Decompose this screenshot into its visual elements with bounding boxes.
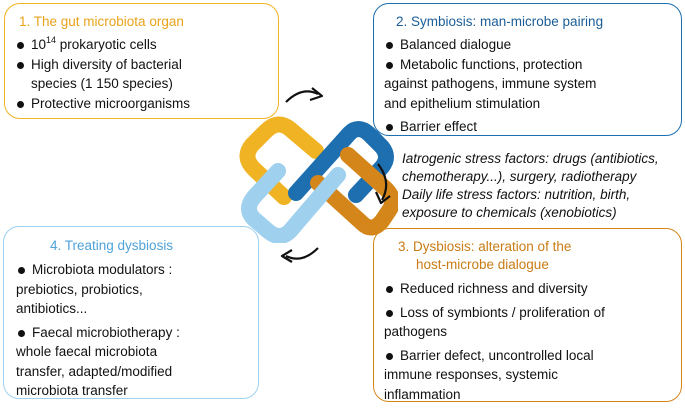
box3-title-line1: 3. Dysbiosis: alteration of the (398, 239, 572, 254)
list-item: Balanced dialogue (384, 35, 680, 55)
arrow-down-icon (374, 163, 391, 205)
list-item-text: Balanced dialogue (400, 37, 512, 52)
box1-list: 1014 prokaryotic cells High diversity of… (15, 35, 277, 113)
list-item-text: Barrier defect, uncontrolled local (400, 347, 594, 363)
list-item-text: species (1 150 species) (31, 76, 173, 91)
list-item: Protective microorganisms (15, 94, 277, 114)
list-item-text: whole faecal microbiota (16, 344, 158, 359)
list-item-text: microbiota transfer (16, 383, 128, 398)
list-item-text: immune responses, systemic (384, 367, 559, 382)
stress-line: Daily life stress factors: nutrition, bi… (402, 187, 631, 202)
gut-microbiota-organ-box: 1. The gut microbiota organ 1014 prokary… (4, 3, 279, 119)
stress-line: exposure to chemicals (xenobiotics) (402, 205, 617, 220)
box3-title: 3. Dysbiosis: alteration of the host-mic… (398, 238, 668, 274)
list-item: High diversity of bacterial species (1 15… (15, 55, 277, 94)
list-item-text: Faecal microbiotherapy : (32, 324, 180, 340)
list-item-text: pathogens (384, 324, 448, 339)
list-item: Faecal microbiotherapy : whole faecal mic… (16, 323, 258, 401)
list-item: Loss of symbionts / proliferation of path… (384, 303, 680, 342)
yellow-link (239, 116, 324, 205)
list-item-continuation: against pathogens, immune system (384, 74, 680, 94)
treating-dysbiosis-box: 4. Treating dysbiosis Microbiota modulat… (3, 226, 259, 399)
list-item-text: High diversity of bacterial (31, 56, 182, 72)
list-item: Metabolic functions, protection (384, 55, 680, 75)
list-item-text: against pathogens, immune system (384, 76, 597, 91)
box2-title: 2. Symbiosis: man-microbe pairing (396, 14, 604, 29)
list-item-text: and epithelium stimulation (384, 95, 541, 111)
list-item: 1014 prokaryotic cells (15, 35, 277, 55)
list-item-text: prebiotics, probiotics, (16, 281, 143, 297)
list-item: Microbiota modulators : prebiotics, probi… (16, 260, 258, 319)
cell-count-label: prokaryotic cells (56, 37, 157, 52)
list-item-text: Loss of symbionts / proliferation of (400, 304, 605, 320)
box3-title-line2: host-microbe dialogue (416, 257, 549, 272)
interlocking-chain-logo (239, 116, 398, 243)
cell-count-exponent: 14 (46, 35, 57, 45)
stress-factors-text: Iatrogenic stress factors: drugs (antibi… (402, 150, 685, 222)
cell-count-base: 10 (31, 37, 47, 52)
stress-line: chemotherapy...), surgery, radiotherapy (402, 169, 637, 184)
list-item-text: inflammation (384, 386, 461, 402)
orange-link (310, 147, 398, 236)
dark-blue-link (288, 121, 394, 203)
arrow-left-icon (280, 247, 319, 263)
list-item-text: Barrier effect (400, 119, 478, 134)
list-item-text: antibiotics... (16, 301, 88, 316)
box4-list: Microbiota modulators : prebiotics, probi… (16, 260, 258, 405)
symbiosis-box: 2. Symbiosis: man-microbe pairing Balanc… (373, 3, 682, 136)
list-item: Barrier defect, uncontrolled local immune… (384, 346, 680, 405)
list-item-text: Microbiota modulators : (32, 262, 173, 277)
list-item-continuation: and epithelium stimulation (384, 94, 680, 114)
arrow-right-icon (285, 87, 324, 103)
list-item-text: Reduced richness and diversity (400, 281, 588, 296)
box4-title: 4. Treating dysbiosis (50, 238, 174, 253)
list-item-text: Metabolic functions, protection (400, 56, 583, 72)
dysbiosis-box: 3. Dysbiosis: alteration of the host-mic… (373, 228, 682, 402)
light-blue-link (241, 163, 346, 243)
box3-list: Reduced richness and diversity Loss of s… (384, 279, 680, 408)
list-item: Reduced richness and diversity (384, 279, 680, 299)
list-item: Barrier effect (384, 117, 680, 137)
box1-title: 1. The gut microbiota organ (19, 14, 184, 29)
stress-line: Iatrogenic stress factors: drugs (antibi… (402, 151, 659, 166)
list-item-text: Protective microorganisms (31, 95, 191, 111)
box2-list: Balanced dialogue Metabolic functions, p… (384, 35, 680, 137)
list-item-text: transfer, adapted/modified (16, 363, 173, 379)
